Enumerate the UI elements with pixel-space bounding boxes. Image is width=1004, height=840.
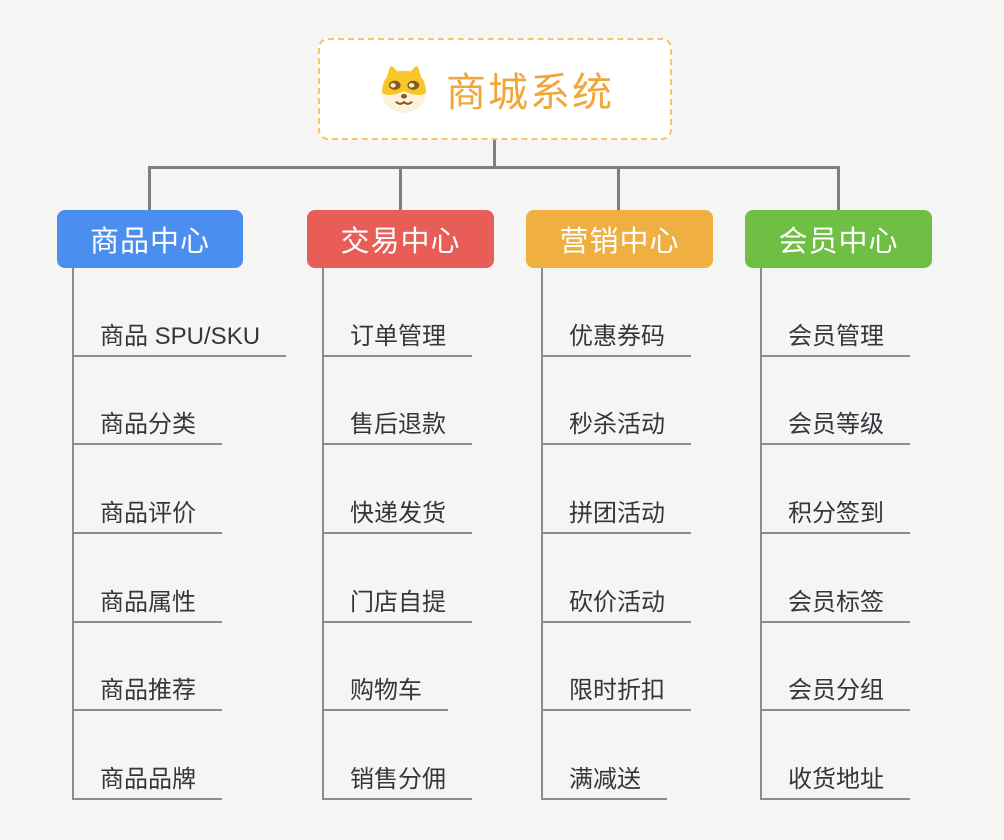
leaf-node[interactable]: 商品 SPU/SKU <box>72 324 287 357</box>
leaf-node[interactable]: 售后退款 <box>322 412 472 445</box>
connector-drop-branch-2 <box>617 166 620 210</box>
leaf-node[interactable]: 会员标签 <box>760 590 910 623</box>
leaf-node[interactable]: 商品评价 <box>72 501 222 534</box>
leaf-node[interactable]: 会员等级 <box>760 412 910 445</box>
leaf-node[interactable]: 收货地址 <box>760 767 910 800</box>
leaf-node[interactable]: 砍价活动 <box>541 590 691 623</box>
connector-column-trunk-0 <box>72 268 74 800</box>
leaf-node[interactable]: 门店自提 <box>322 590 472 623</box>
leaf-node[interactable]: 秒杀活动 <box>541 412 691 445</box>
leaf-node[interactable]: 商品分类 <box>72 412 222 445</box>
leaf-node[interactable]: 销售分佣 <box>322 767 472 800</box>
leaf-node[interactable]: 拼团活动 <box>541 501 691 534</box>
connector-drop-branch-1 <box>399 166 402 210</box>
leaf-node[interactable]: 满减送 <box>541 767 667 800</box>
branch-node-marketing-center[interactable]: 营销中心 <box>526 210 713 268</box>
branch-node-member-center[interactable]: 会员中心 <box>745 210 932 268</box>
shiba-dog-icon <box>376 65 432 114</box>
root-node[interactable]: 商城系统 <box>318 38 672 140</box>
leaf-node[interactable]: 快递发货 <box>322 501 472 534</box>
branch-node-trade-center[interactable]: 交易中心 <box>307 210 494 268</box>
connector-horizontal-trunk <box>149 166 840 169</box>
leaf-node[interactable]: 商品推荐 <box>72 678 222 711</box>
leaf-node[interactable]: 购物车 <box>322 678 448 711</box>
root-label: 商城系统 <box>446 71 614 115</box>
leaf-node[interactable]: 商品属性 <box>72 590 222 623</box>
connector-column-trunk-3 <box>760 268 762 800</box>
leaf-node[interactable]: 限时折扣 <box>541 678 691 711</box>
connector-column-trunk-1 <box>322 268 324 800</box>
leaf-node[interactable]: 商品品牌 <box>72 767 222 800</box>
connector-drop-branch-0 <box>148 166 151 210</box>
connector-root-stem <box>493 140 496 168</box>
leaf-node[interactable]: 会员分组 <box>760 678 910 711</box>
connector-drop-branch-3 <box>837 166 840 210</box>
leaf-node[interactable]: 订单管理 <box>322 324 472 357</box>
leaf-node[interactable]: 优惠券码 <box>541 324 691 357</box>
leaf-node[interactable]: 积分签到 <box>760 501 910 534</box>
branch-node-product-center[interactable]: 商品中心 <box>57 210 243 268</box>
connector-column-trunk-2 <box>541 268 543 800</box>
leaf-node[interactable]: 会员管理 <box>760 324 910 357</box>
